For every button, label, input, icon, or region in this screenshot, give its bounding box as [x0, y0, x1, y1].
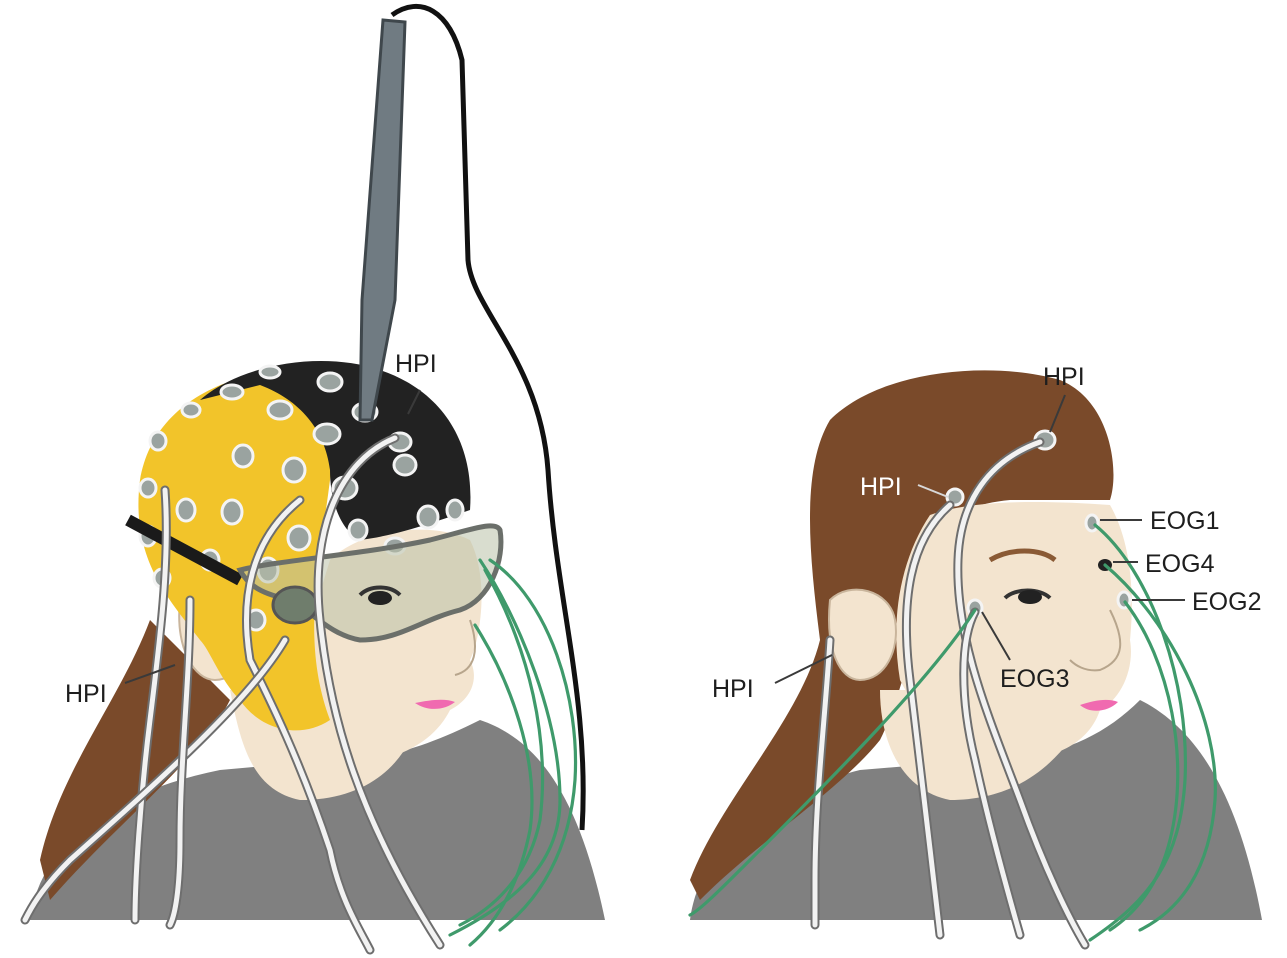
right-figure-eog — [690, 370, 1262, 945]
left-figure-eeg-cap — [25, 6, 605, 950]
eog4-label: EOG4 — [1145, 550, 1215, 578]
left-hpi-ear-label: HPI — [65, 680, 107, 708]
right-pupil — [1018, 590, 1042, 604]
eog1-electrode — [1086, 515, 1098, 531]
right-hpi-top-label: HPI — [1043, 363, 1085, 391]
eog1-label: EOG1 — [1150, 507, 1219, 535]
eog2-label: EOG2 — [1192, 588, 1261, 616]
right-hpi-ear-label: HPI — [712, 675, 754, 703]
right-hpi-forehead-label: HPI — [860, 473, 902, 501]
left-hpi-top-label: HPI — [395, 350, 437, 378]
right-face — [896, 502, 1132, 760]
eog3-label: EOG3 — [1000, 665, 1069, 693]
right-ear — [829, 590, 896, 680]
